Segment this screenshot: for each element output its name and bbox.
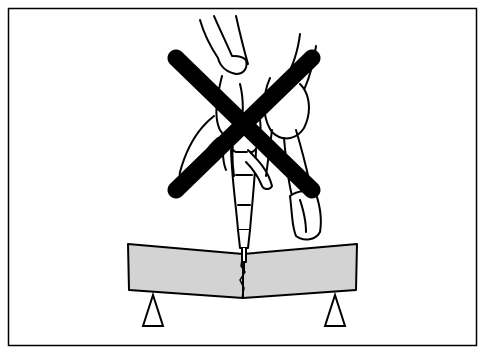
prohibition-x-mark <box>167 49 321 199</box>
saw-rear-grip <box>245 149 273 190</box>
workpiece-right-half <box>242 243 358 299</box>
saw-cut-line <box>239 253 246 299</box>
right-arm-line <box>235 15 249 65</box>
right-finger-crease <box>299 199 307 233</box>
left-arm-line <box>213 15 233 57</box>
saw-blade <box>241 247 247 263</box>
left-arm-line <box>199 19 219 59</box>
x-stroke-2 <box>167 49 321 199</box>
left-wrist <box>217 55 248 75</box>
support-wedge-left <box>141 291 165 327</box>
saw-nose <box>237 229 251 249</box>
workpiece-left-half <box>127 243 244 299</box>
support-wedge-right <box>323 291 347 327</box>
